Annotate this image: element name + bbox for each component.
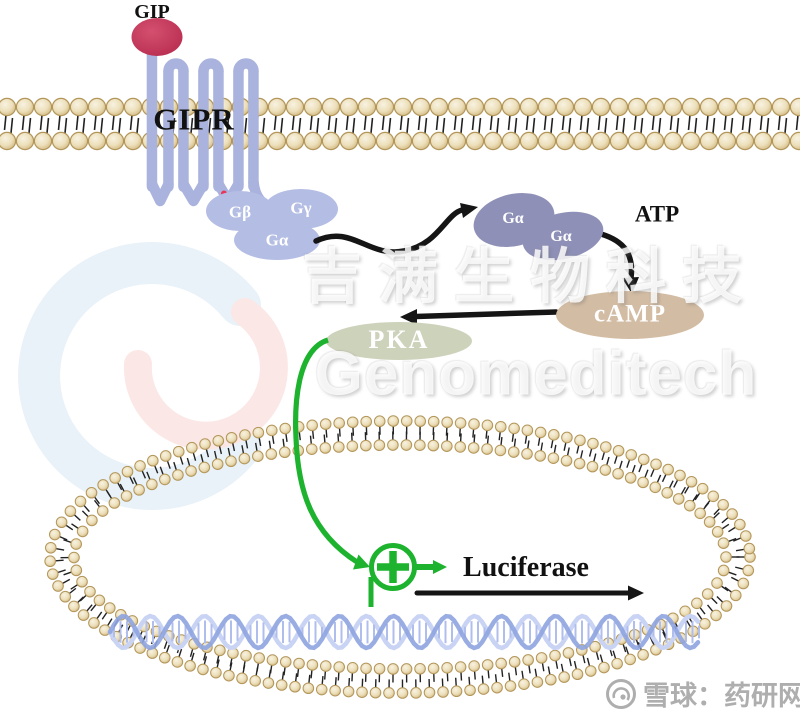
green-activation-curve <box>293 337 359 565</box>
gipr-receptor <box>146 46 282 216</box>
arrow-trimer-to-galpha <box>313 207 465 255</box>
receptor-helix <box>178 66 189 192</box>
pka-activation-path <box>293 337 447 607</box>
gipr-receptor-label: GIPR <box>153 101 235 137</box>
gip-ligand-circle <box>131 18 183 56</box>
g-alpha-pair-left-label: Gα <box>502 210 524 227</box>
watermark-xueqiu-text: 雪球：药研网 <box>643 681 800 711</box>
receptor-helix <box>213 66 224 192</box>
camp-label: cAMP <box>593 300 667 328</box>
green-arrowhead <box>353 554 370 570</box>
arrow-camp-to-pka <box>413 309 559 320</box>
arrow-galpha-to-camp <box>598 231 635 281</box>
green-arrowhead <box>433 560 447 574</box>
arrowhead <box>460 203 478 218</box>
pka-label: PKA <box>368 325 430 354</box>
arrowhead <box>622 277 639 294</box>
brand-logo-pink-swirl <box>123 298 288 450</box>
watermark-xueqiu: 雪球：药研网 <box>604 674 800 713</box>
g-protein-trimer <box>206 189 338 260</box>
g-alpha-pair-right-label: Gα <box>550 228 572 245</box>
xueqiu-logo-icon <box>606 678 636 709</box>
g-beta-ellipse <box>206 191 274 231</box>
receptor-helix <box>198 66 209 192</box>
receptor-helix <box>233 66 244 192</box>
dna-double-helix <box>107 613 701 651</box>
g-alpha-pair <box>473 193 604 261</box>
pka-ellipse <box>326 322 472 360</box>
atp-label: ATP <box>634 201 680 227</box>
g-beta-label: Gβ <box>228 202 252 222</box>
g-gamma-label: Gγ <box>290 198 312 218</box>
receptor-helix <box>146 46 158 192</box>
arrowhead <box>400 309 417 325</box>
g-alpha-ellipse <box>234 220 320 260</box>
receptor-helix <box>248 66 259 192</box>
camp-ellipse <box>556 291 704 339</box>
g-alpha-pair-right-ellipse <box>522 211 604 261</box>
g-gamma-ellipse <box>264 189 338 229</box>
g-alpha-label: Gα <box>265 230 289 250</box>
luciferase-label: Luciferase <box>463 552 589 583</box>
plasma-membrane-bilayer <box>0 97 800 151</box>
brand-logo-watermark <box>18 242 288 510</box>
arrowhead <box>628 585 644 601</box>
receptor-helix <box>163 66 174 192</box>
brand-logo-blue-swirl <box>18 242 261 510</box>
gip-ligand-label: GIP <box>134 1 170 23</box>
